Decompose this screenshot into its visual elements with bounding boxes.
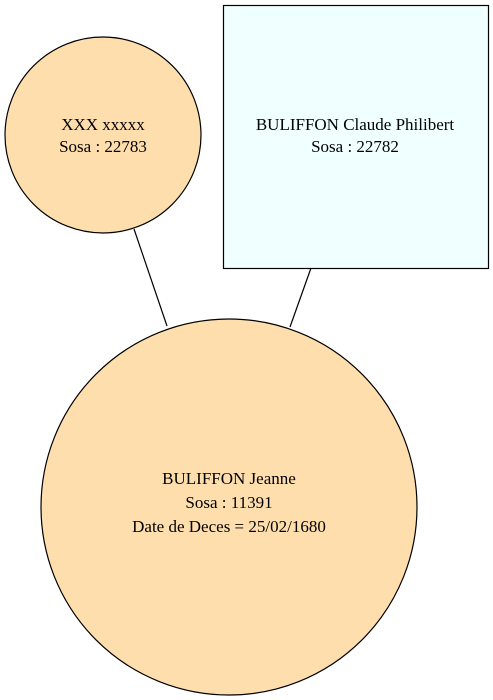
node-father-sosa: Sosa : 22782 xyxy=(311,137,399,156)
node-child-shape xyxy=(40,318,418,696)
node-father[interactable]: BULIFFON Claude Philibert Sosa : 22782 xyxy=(222,4,490,270)
node-child[interactable]: BULIFFON Jeanne Sosa : 11391 Date de Dec… xyxy=(40,318,418,696)
node-child-sosa: Sosa : 11391 xyxy=(185,493,272,512)
node-mother[interactable]: XXX xxxxx Sosa : 22783 xyxy=(4,36,202,234)
node-mother-sosa: Sosa : 22783 xyxy=(59,137,147,156)
edge-mother-to-child xyxy=(133,228,168,327)
node-mother-name: XXX xxxxx xyxy=(61,115,145,134)
node-father-shape xyxy=(222,4,490,270)
node-father-name: BULIFFON Claude Philibert xyxy=(256,115,455,134)
node-child-death-date: Date de Deces = 25/02/1680 xyxy=(132,517,326,536)
node-mother-shape xyxy=(4,36,202,234)
node-child-name: BULIFFON Jeanne xyxy=(162,469,296,488)
edge-father-to-child xyxy=(289,267,312,328)
